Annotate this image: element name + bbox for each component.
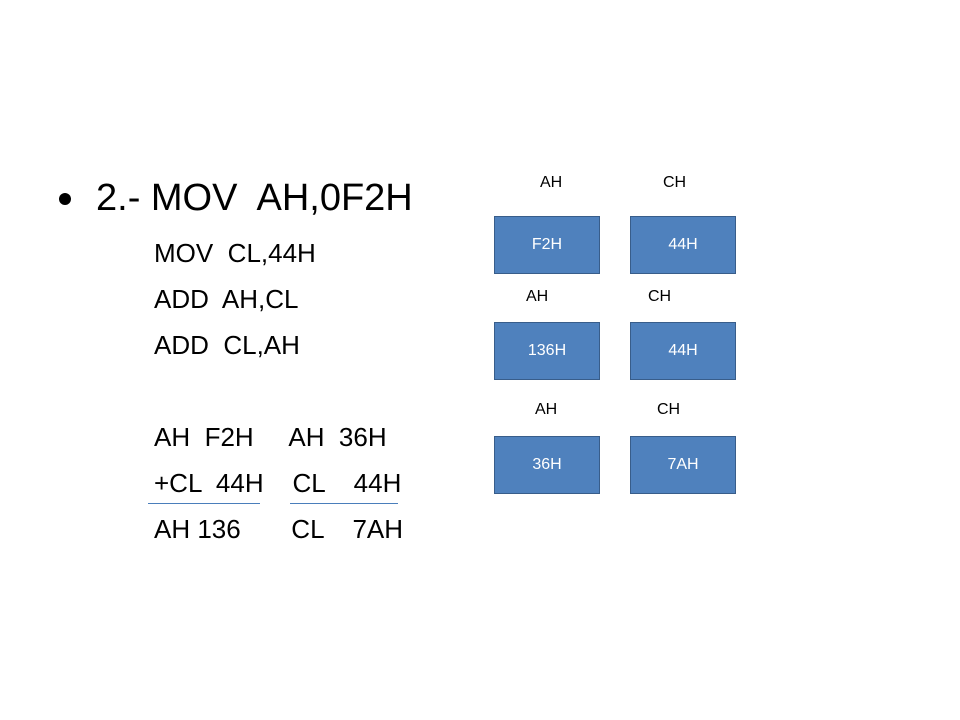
code-line-3: ADD CL,AH bbox=[154, 330, 300, 360]
reg-label-ah-1: AH bbox=[540, 174, 563, 191]
sum-underline-right bbox=[290, 503, 398, 504]
code-line-5: +CL 44H CL 44H bbox=[154, 468, 402, 498]
reg-box-ch-3: 7AH bbox=[630, 436, 736, 494]
reg-box-ah-1: F2H bbox=[494, 216, 600, 274]
code-line-1: MOV CL,44H bbox=[154, 238, 316, 268]
reg-label-ch-3: CH bbox=[657, 401, 681, 418]
reg-box-ch-1: 44H bbox=[630, 216, 736, 274]
reg-box-ch-2: 44H bbox=[630, 322, 736, 380]
code-line-6: AH 136 CL 7AH bbox=[154, 514, 404, 544]
reg-label-ah-3: AH bbox=[535, 401, 558, 418]
reg-box-ah-2: 136H bbox=[494, 322, 600, 380]
code-line-2: ADD AH,CL bbox=[154, 284, 299, 314]
reg-label-ch-1: CH bbox=[663, 174, 687, 191]
reg-label-ah-2: AH bbox=[526, 288, 549, 305]
reg-label-ch-2: CH bbox=[648, 288, 672, 305]
heading-instruction: 2.- MOV AH,0F2H bbox=[96, 177, 413, 219]
sum-underline-left bbox=[148, 503, 260, 504]
reg-box-ah-3: 36H bbox=[494, 436, 600, 494]
code-line-4: AH F2H AH 36H bbox=[154, 422, 387, 452]
bullet-dot bbox=[59, 193, 71, 205]
